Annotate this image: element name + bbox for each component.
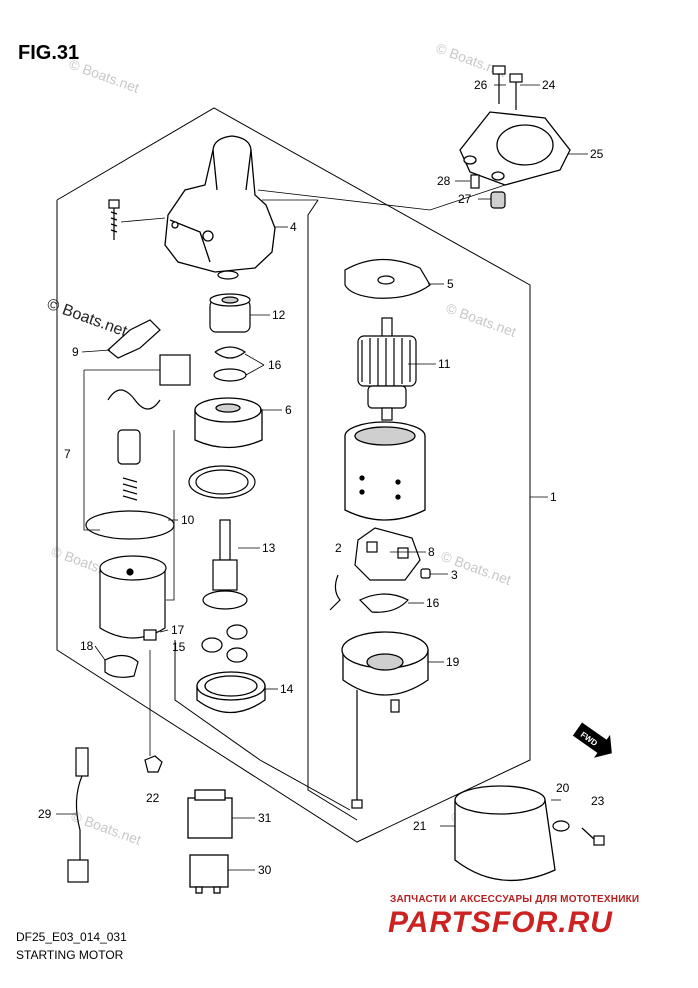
diagram-code: DF25_E03_014_031 bbox=[16, 930, 127, 944]
cover-21-part bbox=[454, 785, 556, 881]
ring-gear-14-part bbox=[196, 671, 266, 713]
callout-leaders bbox=[56, 84, 588, 871]
callout-3: 3 bbox=[451, 568, 458, 582]
washer-20-part bbox=[552, 820, 570, 832]
leader-line bbox=[257, 184, 506, 211]
callout-21: 21 bbox=[413, 819, 427, 833]
yoke-part bbox=[344, 421, 426, 521]
pin-28-part bbox=[470, 174, 480, 189]
callout-19: 19 bbox=[446, 655, 460, 669]
washer-16-part bbox=[213, 368, 247, 382]
callout-28: 28 bbox=[437, 174, 451, 188]
watermark: © Boats.net bbox=[444, 300, 519, 340]
callout-7: 7 bbox=[64, 447, 71, 461]
callout-15: 15 bbox=[172, 640, 186, 654]
callout-16: 16 bbox=[268, 358, 282, 372]
terminal-17-part bbox=[143, 629, 157, 641]
bolt-23-part bbox=[581, 827, 605, 846]
lever-9-part bbox=[107, 319, 161, 359]
callout-18: 18 bbox=[80, 639, 94, 653]
callout-8: 8 bbox=[428, 545, 435, 559]
callout-29: 29 bbox=[38, 807, 52, 821]
wire-29-part bbox=[67, 747, 89, 883]
callout-13: 13 bbox=[262, 541, 276, 555]
pinion-12-part bbox=[209, 293, 251, 333]
callout-12: 12 bbox=[272, 308, 286, 322]
bolt-part bbox=[108, 199, 120, 240]
callout-16: 16 bbox=[426, 596, 440, 610]
callout-2: 2 bbox=[335, 541, 342, 555]
callout-26: 26 bbox=[474, 78, 488, 92]
shaft-13-part bbox=[202, 519, 248, 610]
band-18-part bbox=[104, 654, 139, 678]
gasket-part bbox=[188, 465, 256, 499]
leader-line bbox=[120, 217, 166, 223]
callout-14: 14 bbox=[280, 682, 294, 696]
callout-25: 25 bbox=[590, 147, 604, 161]
nut-22-part bbox=[144, 755, 163, 773]
bolt-26-part bbox=[492, 65, 506, 104]
bushing-27-part bbox=[490, 191, 506, 209]
callout-6: 6 bbox=[285, 403, 292, 417]
brush-holder-8-part bbox=[329, 527, 421, 611]
lower-inner-outline bbox=[174, 640, 351, 811]
solenoid-housing-part bbox=[164, 135, 276, 273]
plate-5-part bbox=[344, 258, 431, 299]
relay-31-part bbox=[187, 789, 233, 839]
callout-1: 1 bbox=[550, 490, 557, 504]
end-cover-19-part bbox=[341, 631, 429, 696]
bracket-7-line bbox=[83, 370, 100, 531]
callout-20: 20 bbox=[556, 781, 570, 795]
callout-5: 5 bbox=[447, 277, 454, 291]
bolt-24-part bbox=[509, 73, 523, 110]
nut-3-part bbox=[420, 568, 431, 579]
solenoid-coil-part bbox=[85, 510, 175, 639]
callout-23: 23 bbox=[591, 794, 605, 808]
washer-16-part bbox=[358, 593, 409, 613]
gear-housing-6-part bbox=[194, 397, 263, 449]
plunger-part bbox=[107, 354, 191, 501]
armature-11-part bbox=[357, 317, 417, 421]
relay-30-part bbox=[189, 854, 229, 894]
callout-4: 4 bbox=[290, 220, 297, 234]
figure-title: FIG.31 bbox=[18, 42, 80, 64]
bracket-part bbox=[459, 111, 571, 186]
callout-27: 27 bbox=[458, 192, 472, 206]
gears-15-part bbox=[201, 624, 248, 663]
assembly-outline bbox=[56, 107, 531, 843]
watermark: © Boats.net bbox=[67, 56, 142, 96]
direction-badge: FWD bbox=[572, 722, 612, 758]
callout-11: 11 bbox=[438, 357, 451, 371]
callout-9: 9 bbox=[72, 345, 79, 359]
clip-16-part bbox=[214, 346, 247, 359]
callout-22: 22 bbox=[146, 791, 160, 805]
callout-10: 10 bbox=[181, 513, 195, 527]
diagram-caption: STARTING MOTOR bbox=[16, 948, 124, 962]
inner-assembly-outline bbox=[307, 199, 358, 821]
through-bolt-part bbox=[351, 690, 363, 809]
callout-31: 31 bbox=[258, 811, 272, 825]
callout-24: 24 bbox=[542, 78, 556, 92]
shop-tagline: ЗАПЧАСТИ И АКСЕССУАРЫ ДЛЯ МОТОТЕХНИКИ bbox=[390, 894, 640, 905]
ring-part bbox=[217, 270, 239, 280]
callout-30: 30 bbox=[258, 863, 272, 877]
shop-logo: PARTSFOR.RU bbox=[388, 906, 613, 939]
cap-part bbox=[390, 699, 400, 713]
callout-17: 17 bbox=[171, 623, 185, 637]
